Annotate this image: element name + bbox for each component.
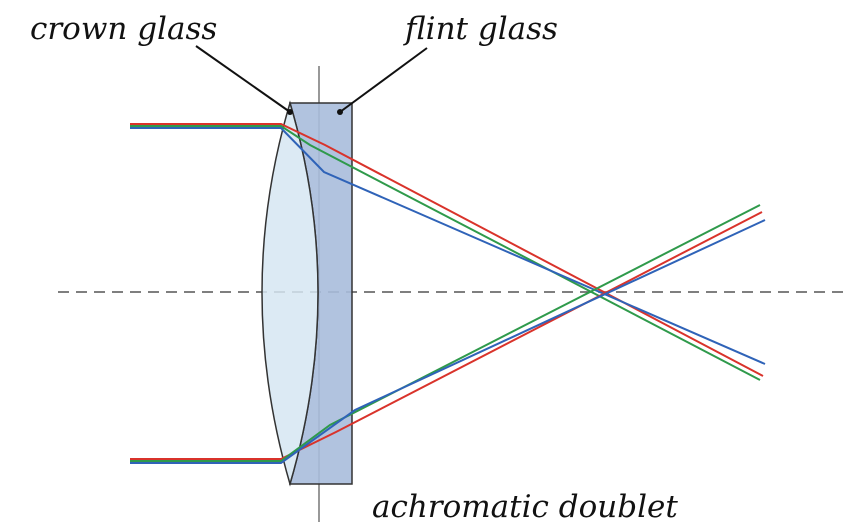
crown-glass-label: crown glass — [30, 11, 218, 47]
upper-blue-ray — [130, 127, 766, 365]
flint-glass-leader — [339, 47, 428, 113]
achromatic-doublet-label: achromatic doublet — [372, 489, 678, 525]
upper-green-ray — [130, 125, 761, 381]
upper-rays — [130, 123, 766, 381]
flint-glass-leader-dot — [337, 109, 343, 115]
lower-blue-ray — [130, 219, 766, 464]
crown-glass-element — [261, 100, 319, 487]
lower-red-ray — [130, 211, 763, 460]
lower-green-ray — [130, 204, 761, 462]
crown-glass-leader — [195, 45, 291, 113]
flint-glass-label: flint glass — [405, 11, 558, 47]
lower-rays — [130, 204, 766, 464]
upper-red-ray — [130, 123, 764, 377]
crown-glass-leader-dot — [287, 109, 293, 115]
